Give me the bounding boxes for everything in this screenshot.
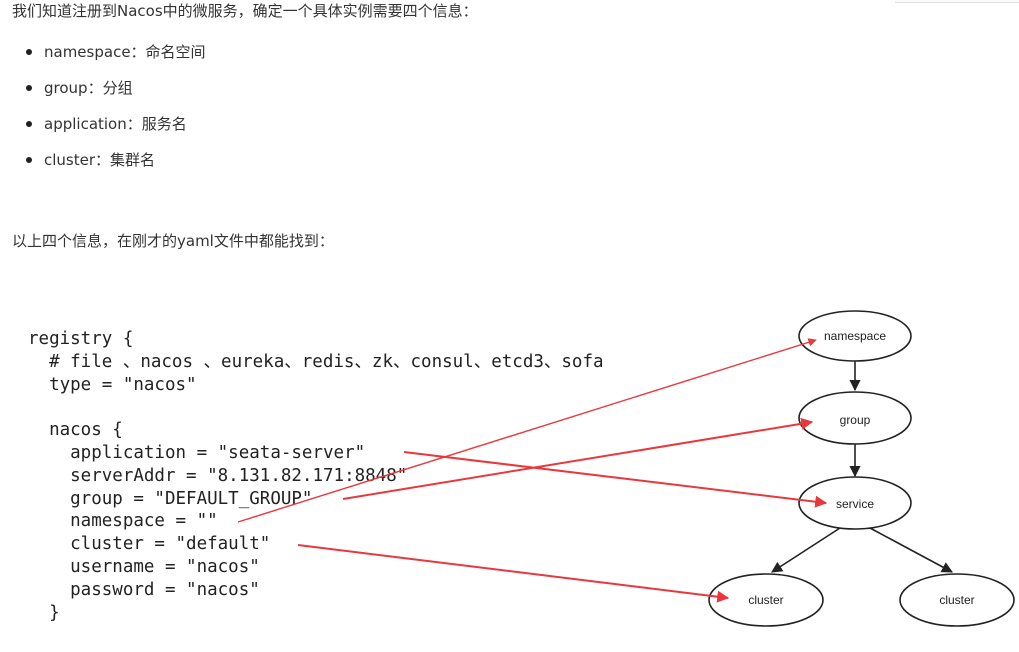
node-label: namespace bbox=[824, 329, 886, 343]
outro-paragraph: 以上四个信息，在刚才的yaml文件中都能找到： bbox=[12, 232, 334, 250]
list-item: group：分组 bbox=[26, 76, 206, 112]
code-line: type = "nacos" bbox=[28, 374, 197, 395]
code-line: cluster = "default" bbox=[28, 534, 271, 555]
code-line: serverAddr = "8.131.82.171:8848" bbox=[28, 465, 408, 486]
code-line: group = "DEFAULT_GROUP" bbox=[28, 488, 313, 509]
node-label: cluster bbox=[939, 593, 974, 607]
intro-paragraph: 我们知道注册到Nacos中的微服务，确定一个具体实例需要四个信息： bbox=[12, 2, 478, 20]
code-line: password = "nacos" bbox=[28, 579, 260, 600]
list-item: application：服务名 bbox=[26, 112, 206, 148]
node-service: service bbox=[798, 476, 912, 530]
node-label: service bbox=[836, 497, 874, 511]
node-cluster-1: cluster bbox=[708, 573, 824, 627]
code-line: registry { bbox=[28, 329, 134, 349]
edge-service-cluster2 bbox=[869, 527, 953, 573]
node-namespace: namespace bbox=[798, 310, 912, 362]
list-item: cluster：集群名 bbox=[26, 148, 206, 184]
node-label: cluster bbox=[748, 593, 783, 607]
code-line: namespace = "" bbox=[28, 511, 218, 532]
edge-service-cluster1 bbox=[771, 527, 841, 573]
node-cluster-2: cluster bbox=[899, 573, 1015, 627]
node-label: group bbox=[840, 413, 871, 427]
list-item: namespace：命名空间 bbox=[26, 40, 206, 76]
code-line: username = "nacos" bbox=[28, 556, 260, 577]
info-list: namespace：命名空间 group：分组 application：服务名 … bbox=[26, 40, 206, 184]
code-block: registry { # file 、nacos 、eureka、redis、z… bbox=[28, 328, 604, 624]
node-group: group bbox=[798, 391, 912, 445]
code-line: nacos { bbox=[28, 420, 123, 441]
code-line: } bbox=[28, 602, 60, 623]
top-right-widget bbox=[895, 0, 1019, 3]
code-line: application = "seata-server" bbox=[28, 442, 366, 463]
code-line: # file 、nacos 、eureka、redis、zk、consul、et… bbox=[28, 351, 604, 372]
